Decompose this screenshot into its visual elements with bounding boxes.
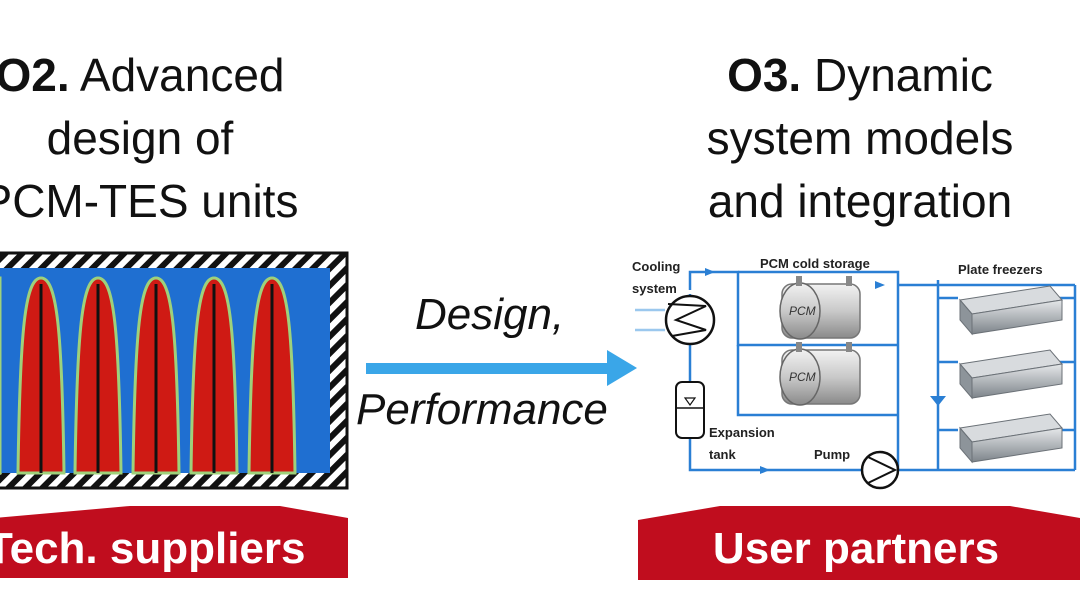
pump-symbol (860, 450, 900, 490)
design-flow-arrow (366, 350, 637, 386)
plate-freezer (959, 413, 1063, 464)
label-expansion: Expansion (709, 425, 775, 440)
plate-freezer (959, 285, 1063, 336)
pcm-tes-unit (0, 251, 349, 490)
title-line: Advanced (79, 49, 285, 101)
banner-text: User partners (713, 524, 999, 573)
label-tank: tank (709, 447, 737, 462)
title-line: design of (46, 112, 234, 164)
pcm-storage-tank: PCM (779, 342, 861, 406)
title-line: and integration (707, 175, 1013, 227)
label-pump: Pump (814, 447, 850, 462)
label-cooling: Cooling (632, 259, 680, 274)
plate-freezer (959, 349, 1063, 400)
label-pcm-cold-storage: PCM cold storage (760, 256, 870, 271)
pcm-fins (0, 276, 297, 475)
label-system: system (632, 281, 677, 296)
title-line: Dynamic (814, 49, 993, 101)
arrow-label-performance: Performance (356, 385, 608, 434)
expansion-tank-symbol (675, 381, 705, 439)
title-line: PCM-TES units (0, 175, 299, 227)
right-panel-title: O3. Dynamic system models and integratio… (590, 44, 1080, 233)
banner-text: Tech. suppliers (0, 524, 306, 573)
objective-number: O3. (727, 49, 802, 101)
left-panel-title: O2. Advanced design of PCM-TES units (0, 44, 410, 233)
left-banner: Tech. suppliers (0, 506, 348, 578)
right-banner: User partners (638, 506, 1080, 580)
label-plate-freezers: Plate freezers (958, 262, 1043, 277)
pcm-label: PCM (789, 304, 816, 318)
pcm-label: PCM (789, 370, 816, 384)
objective-number: O2. (0, 49, 70, 101)
heat-exchanger-symbol (664, 294, 716, 346)
system-schematic (635, 268, 1077, 474)
title-line: system models (706, 112, 1014, 164)
arrow-label-design: Design, (415, 290, 565, 339)
pcm-storage-tank: PCM (779, 276, 861, 340)
